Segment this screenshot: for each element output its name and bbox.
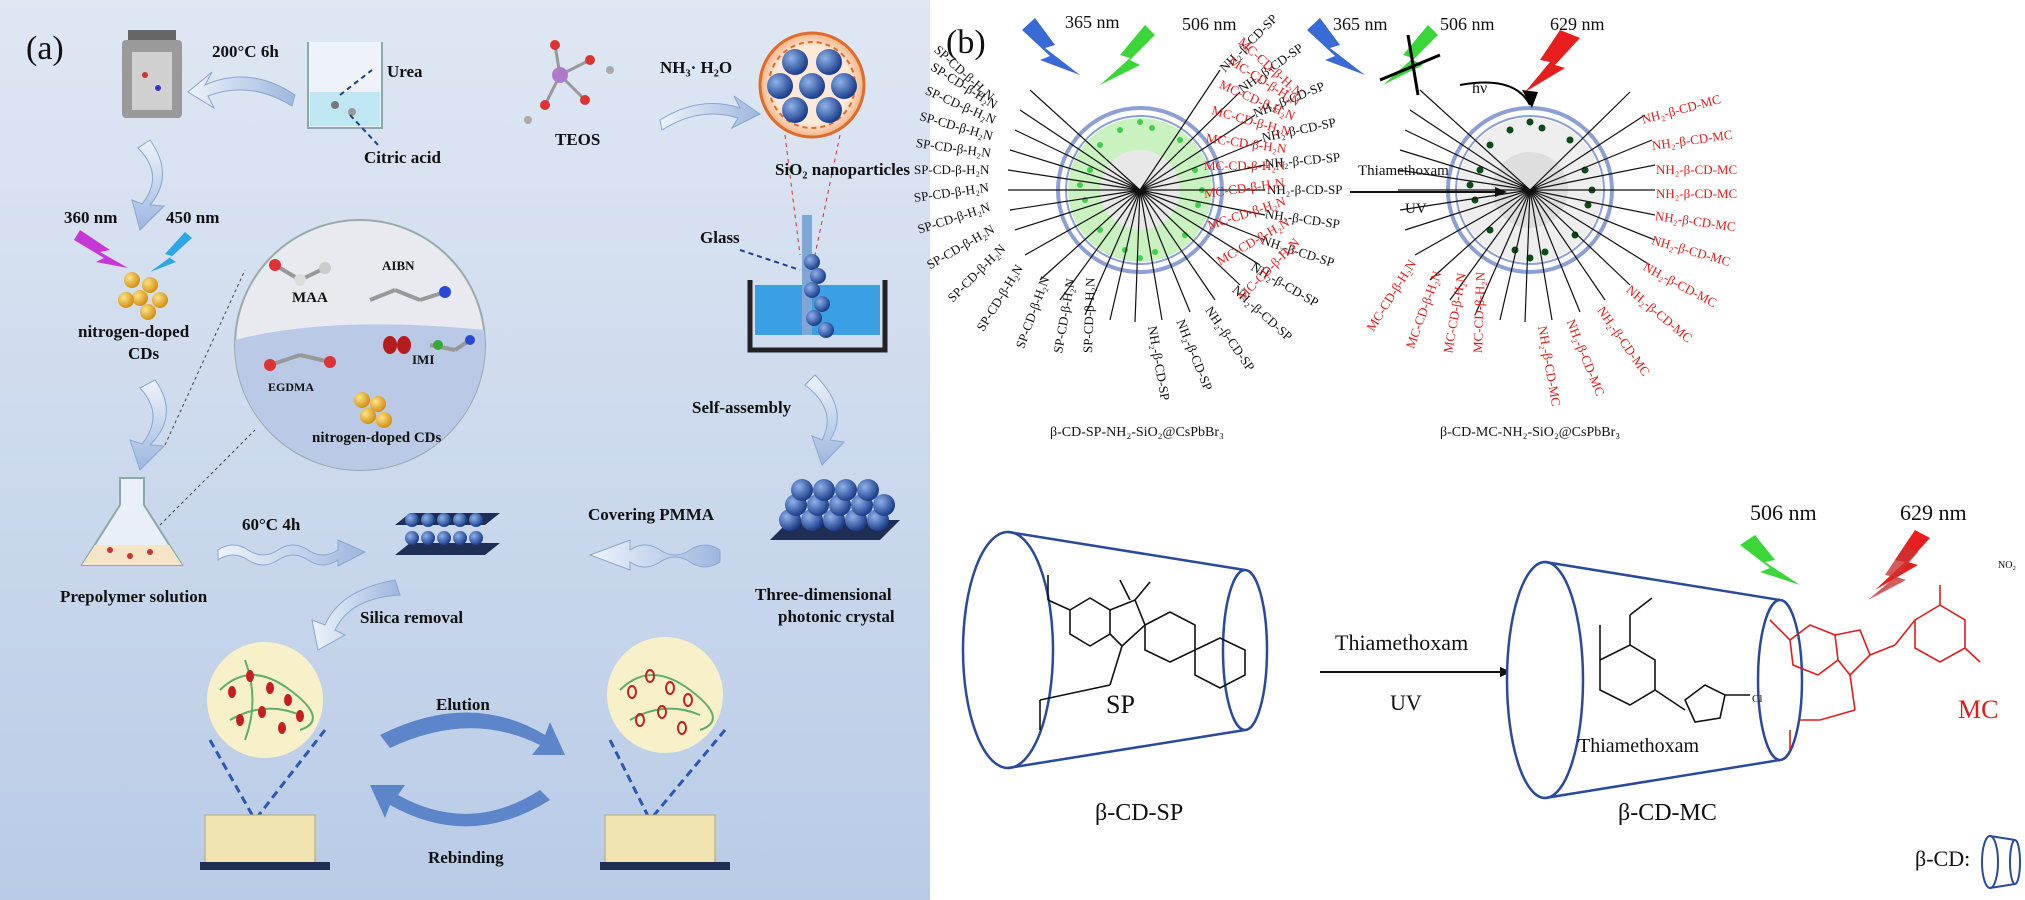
label-506-right: 506 nm — [1440, 14, 1495, 34]
label-cl: Cl — [1752, 693, 1763, 705]
carbon-dots-icon — [118, 272, 168, 320]
label-crystal-1: Three-dimensional — [755, 585, 892, 604]
label-aibn: AIBN — [382, 258, 415, 273]
panel-b-label: (b) — [946, 24, 986, 61]
mc-label: NH₂-β-CD-MC — [1656, 186, 1738, 201]
label-teos: TEOS — [555, 130, 601, 149]
label-365-right: 365 nm — [1333, 14, 1388, 34]
label-thiamethoxam-top: Thiamethoxam — [1358, 163, 1449, 179]
label-cd-mc: β-CD-MC — [1618, 800, 1717, 826]
flask-icon — [80, 477, 184, 566]
panel-a-label: (a) — [26, 30, 64, 67]
label-nh3: NH₃· H₂O — [660, 58, 733, 77]
label-self-assembly: Self-assembly — [692, 398, 792, 417]
label-crystal-2: photonic crystal — [778, 607, 895, 626]
sp-label: NH₂-β-CD-SP — [1267, 182, 1343, 197]
label-200c: 200°C 6h — [212, 42, 279, 61]
label-thiamethoxam-inner: Thiamethoxam — [1578, 735, 1700, 757]
label-365-left: 365 nm — [1065, 12, 1120, 32]
label-sp: SP — [1106, 690, 1135, 719]
sp-label: SP-CD-β-H₂N — [914, 162, 990, 177]
label-prepolymer: Prepolymer solution — [60, 587, 208, 606]
label-rebinding: Rebinding — [428, 848, 504, 867]
beaker-icon — [307, 42, 383, 129]
label-cd-sp: β-CD-SP — [1095, 800, 1184, 826]
label-506-left: 506 nm — [1182, 14, 1237, 34]
mc-label: MC-CD-β-H₂N — [1470, 271, 1488, 354]
mc-label: NH₂-β-CD-MC — [1656, 162, 1738, 177]
mip-left-icon — [200, 642, 330, 870]
label-no2: NO₂ — [1998, 560, 2016, 571]
label-uv-mid: UV — [1390, 690, 1422, 715]
label-360nm: 360 nm — [64, 208, 118, 227]
panel-b-graphics — [961, 18, 2021, 889]
sp-label: SP-CD-β-H₂N — [1080, 277, 1098, 354]
glass-trough-icon — [747, 215, 888, 353]
label-506-bottom: 506 nm — [1750, 500, 1817, 525]
sphere-mc-icon — [1307, 18, 1614, 274]
autoclave-icon — [122, 30, 182, 118]
spokes-left — [1007, 69, 1266, 323]
label-uv-top: UV — [1405, 201, 1427, 217]
label-ncds-2: CDs — [128, 344, 160, 363]
label-450nm: 450 nm — [166, 208, 220, 227]
sphere-sp-icon — [1022, 18, 1224, 274]
sio2-nanoparticle-icon — [758, 31, 866, 139]
label-sio2: SiO₂ nanoparticles — [775, 160, 910, 179]
label-bcd-legend: β-CD: — [1915, 846, 1971, 871]
panel-b: (b) 365 nm 506 nm 365 nm 506 nm 629 nm h… — [913, 0, 2025, 900]
label-maa: MAA — [292, 290, 328, 306]
label-imi: IMI — [412, 352, 435, 367]
cd-sp-cone-icon — [961, 530, 1269, 770]
monomer-circle-icon — [234, 219, 486, 471]
label-thiamethoxam-mid: Thiamethoxam — [1335, 630, 1469, 655]
spokes-right — [1397, 89, 1656, 323]
panel-a: (a) 200°C 6h Urea Citric acid TEOS NH₃· … — [0, 0, 930, 900]
label-sphere-left-name: β-CD-SP-NH₂-SiO₂@CsPbBr₃ — [1050, 425, 1224, 440]
label-ncds-1: nitrogen-doped — [78, 322, 190, 341]
teos-molecule-icon — [524, 40, 614, 124]
label-covering-pmma: Covering PMMA — [588, 505, 715, 524]
label-sphere-right-name: β-CD-MC-NH₂-SiO₂@CsPbBr₃ — [1440, 425, 1621, 440]
pmma-sandwich-icon — [395, 513, 500, 555]
label-mc: MC — [1958, 695, 1999, 724]
label-60c: 60°C 4h — [242, 515, 301, 534]
photonic-crystal-icon — [770, 479, 900, 540]
cd-mc-cone-icon — [1505, 530, 1981, 800]
label-silica-removal: Silica removal — [360, 608, 464, 627]
label-urea: Urea — [387, 62, 423, 81]
label-citric-acid: Citric acid — [364, 148, 441, 167]
label-629-bottom: 629 nm — [1900, 500, 1967, 525]
label-elution: Elution — [436, 695, 490, 714]
label-glass: Glass — [700, 228, 740, 247]
label-hv: hν — [1472, 80, 1488, 97]
mip-right-icon — [600, 637, 730, 870]
bcd-legend-icon — [1981, 835, 2021, 889]
panel-a-graphics — [74, 30, 900, 870]
mc-label: MC-CD-β-H₂N — [1204, 158, 1286, 173]
label-egdma: EGDMA — [268, 380, 314, 394]
label-ncds-inner: nitrogen-doped CDs — [312, 430, 442, 446]
label-629-right: 629 nm — [1550, 14, 1605, 34]
